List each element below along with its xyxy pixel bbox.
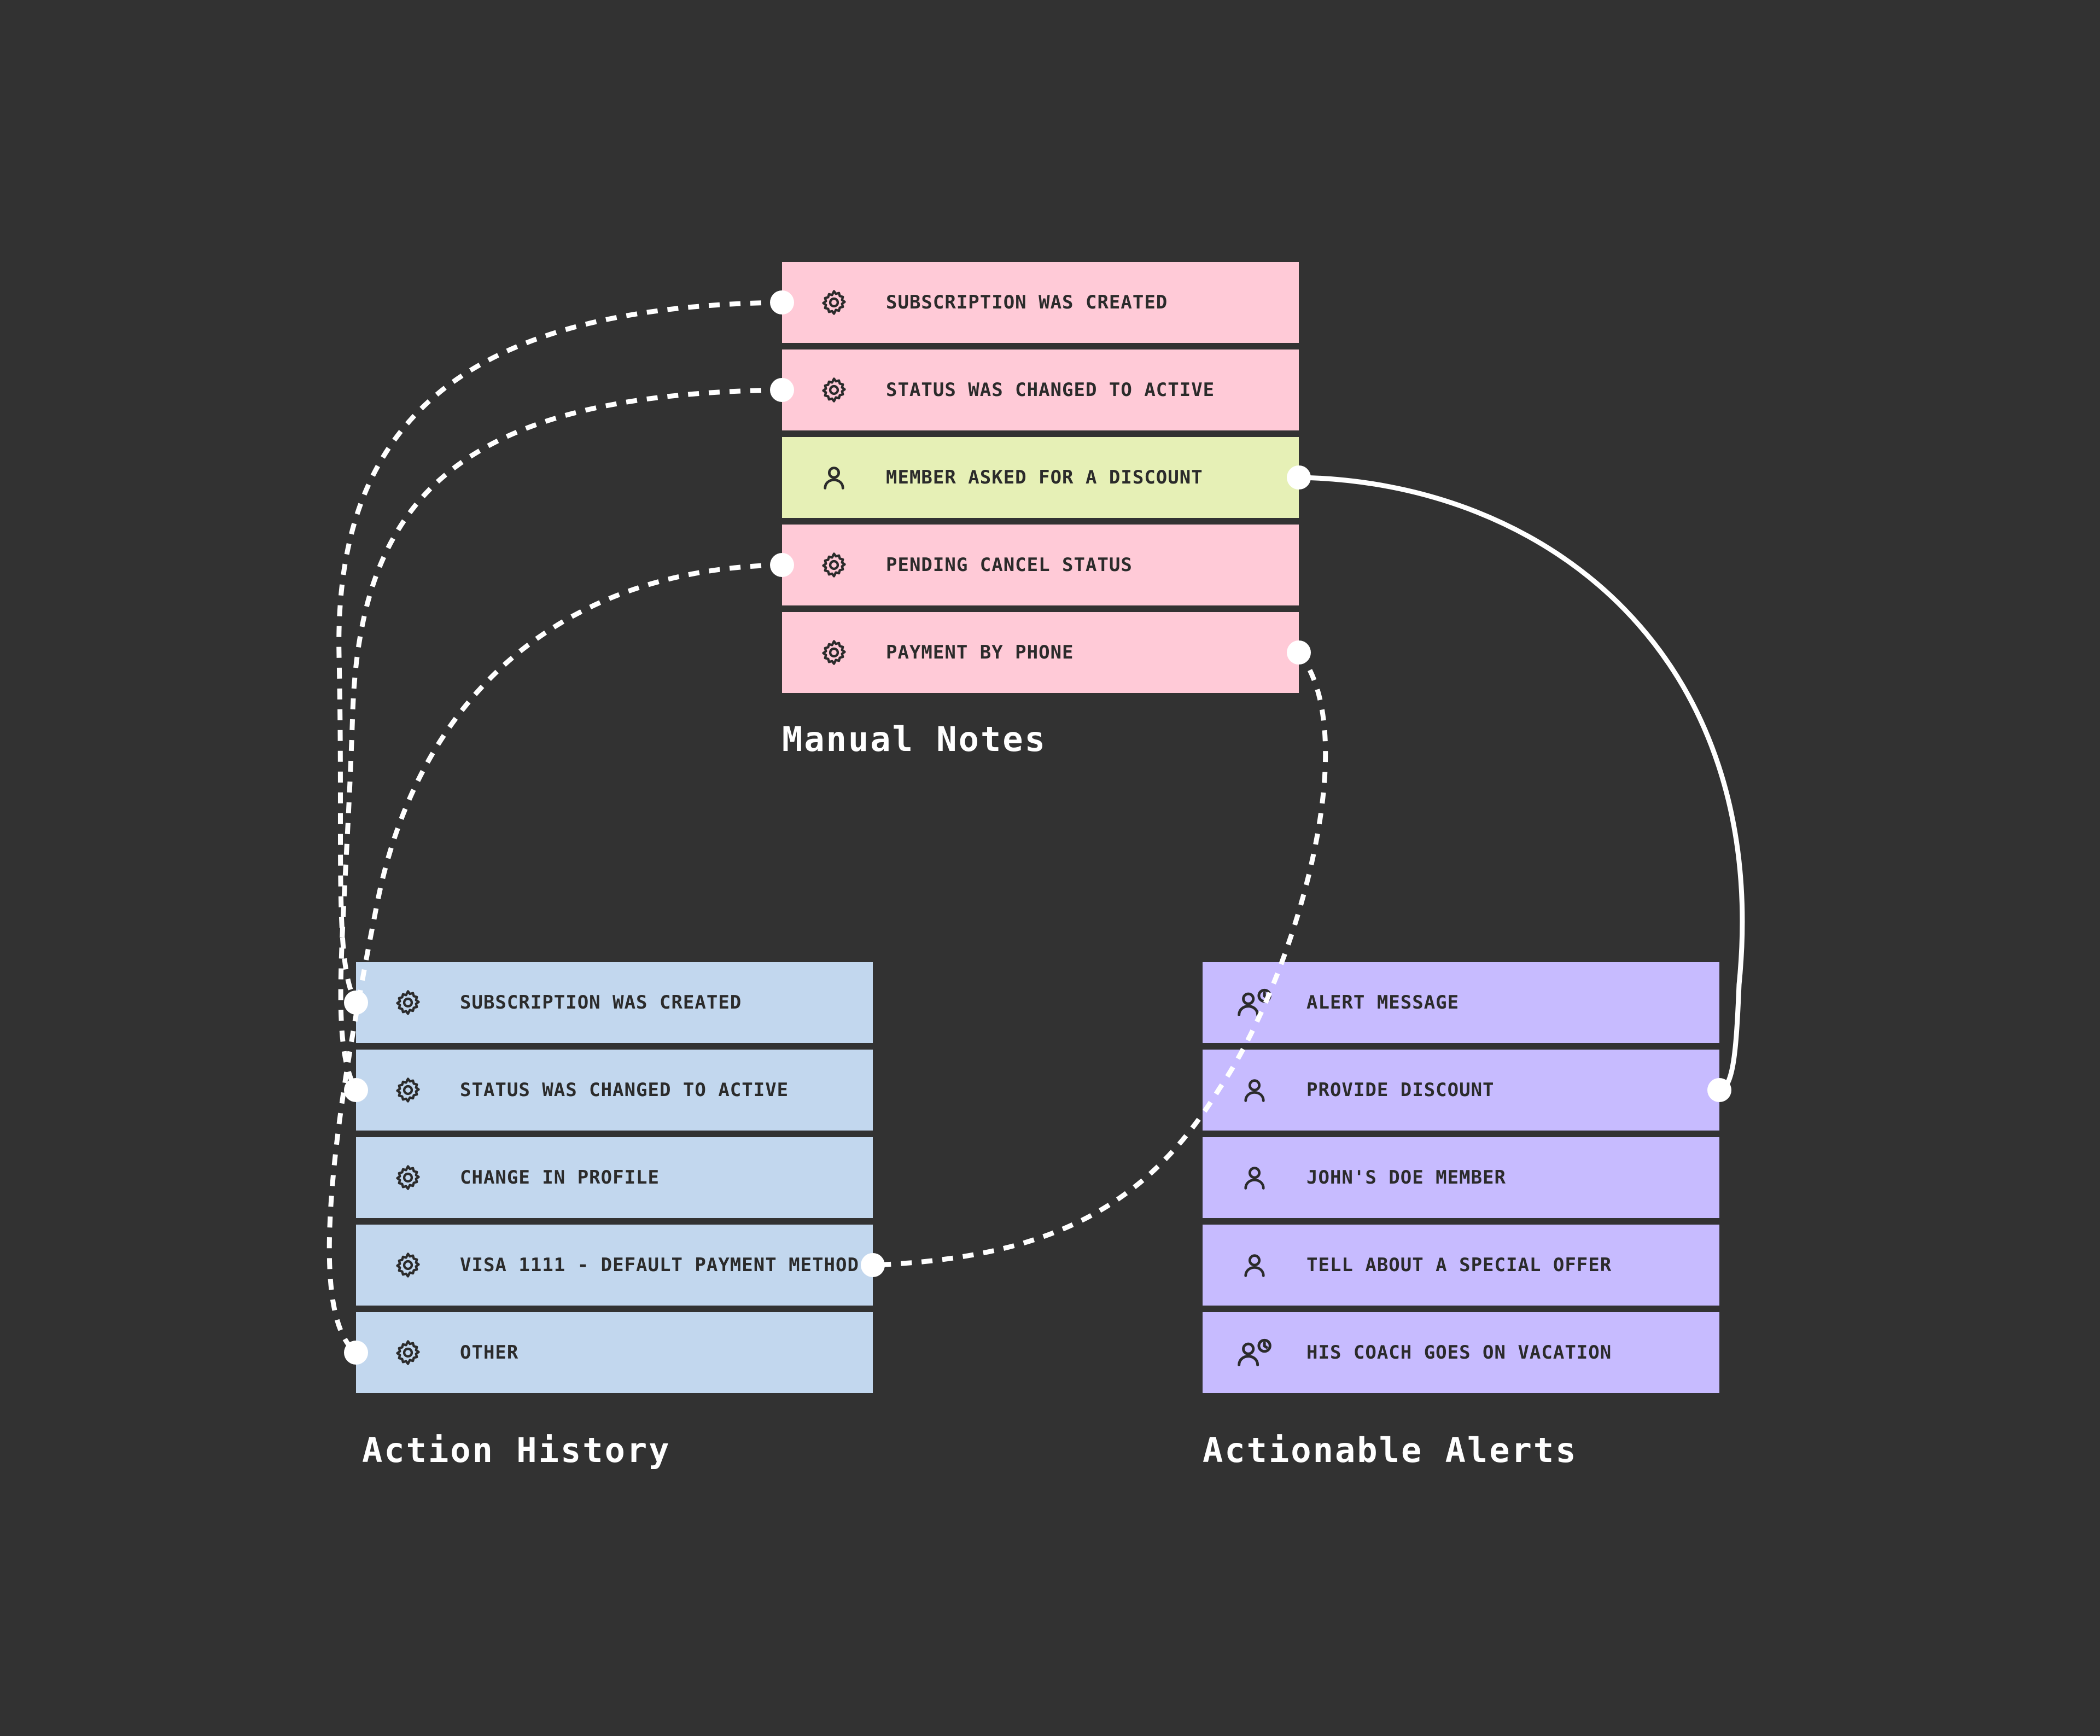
row-label: OTHER <box>460 1342 519 1364</box>
manual-note-member-discount[interactable]: MEMBER ASKED FOR A DISCOUNT <box>782 437 1299 518</box>
gear-icon <box>815 286 853 319</box>
action-history-list: SUBSCRIPTION WAS CREATED STATUS WAS CHAN… <box>356 962 873 1393</box>
row-label: PENDING CANCEL STATUS <box>886 554 1133 576</box>
gear-icon <box>389 1074 427 1106</box>
gear-icon <box>389 1249 427 1281</box>
row-label: VISA 1111 - DEFAULT PAYMENT METHOD <box>460 1254 859 1276</box>
history-other[interactable]: OTHER <box>356 1312 873 1393</box>
manual-notes-list: SUBSCRIPTION WAS CREATED STATUS WAS CHAN… <box>782 262 1299 693</box>
person-icon <box>1235 1249 1274 1281</box>
row-label: HIS COACH GOES ON VACATION <box>1306 1342 1612 1364</box>
gear-icon <box>389 1336 427 1369</box>
row-label: MEMBER ASKED FOR A DISCOUNT <box>886 467 1203 488</box>
connector-dot[interactable] <box>1287 640 1311 665</box>
connector-dot[interactable] <box>344 1341 368 1365</box>
row-label: CHANGE IN PROFILE <box>460 1167 660 1189</box>
connector-dot[interactable] <box>770 378 794 402</box>
manual-note-subscription-created[interactable]: SUBSCRIPTION WAS CREATED <box>782 262 1299 343</box>
person-icon <box>1235 1161 1274 1194</box>
row-label: SUBSCRIPTION WAS CREATED <box>886 292 1168 313</box>
alert-coach-vacation[interactable]: HIS COACH GOES ON VACATION <box>1203 1312 1719 1393</box>
gear-icon <box>815 636 853 669</box>
alert-provide-discount[interactable]: PROVIDE DISCOUNT <box>1203 1050 1719 1131</box>
manual-note-pending-cancel[interactable]: PENDING CANCEL STATUS <box>782 525 1299 605</box>
row-label: JOHN'S DOE MEMBER <box>1306 1167 1506 1189</box>
manual-note-payment-phone[interactable]: PAYMENT BY PHONE <box>782 612 1299 693</box>
row-label: STATUS WAS CHANGED TO ACTIVE <box>886 379 1215 401</box>
gear-icon <box>815 374 853 406</box>
row-label: STATUS WAS CHANGED TO ACTIVE <box>460 1079 789 1101</box>
connector-line-1 <box>336 300 783 1004</box>
connector-dot[interactable] <box>861 1253 885 1277</box>
gear-icon <box>815 549 853 581</box>
gear-icon <box>389 1161 427 1194</box>
row-label: PROVIDE DISCOUNT <box>1306 1079 1495 1101</box>
history-visa-default-payment[interactable]: VISA 1111 - DEFAULT PAYMENT METHOD <box>356 1225 873 1306</box>
connector-dot[interactable] <box>1707 1078 1731 1102</box>
history-status-active[interactable]: STATUS WAS CHANGED TO ACTIVE <box>356 1050 873 1131</box>
actionable-alerts-title: Actionable Alerts <box>1203 1430 1578 1470</box>
history-subscription-created[interactable]: SUBSCRIPTION WAS CREATED <box>356 962 873 1043</box>
history-change-profile[interactable]: CHANGE IN PROFILE <box>356 1137 873 1218</box>
connector-dot[interactable] <box>1287 465 1311 490</box>
row-label: ALERT MESSAGE <box>1306 992 1460 1013</box>
row-label: PAYMENT BY PHONE <box>886 642 1074 663</box>
actionable-alerts-list: ALERT MESSAGE PROVIDE DISCOUNT JOHN'S DO… <box>1203 962 1719 1393</box>
person-icon <box>1235 1074 1274 1106</box>
action-history-title: Action History <box>362 1430 671 1470</box>
person-clock-icon <box>1235 986 1274 1019</box>
alert-john-doe-member[interactable]: JOHN'S DOE MEMBER <box>1203 1137 1719 1218</box>
alert-message[interactable]: ALERT MESSAGE <box>1203 962 1719 1043</box>
alert-special-offer[interactable]: TELL ABOUT A SPECIAL OFFER <box>1203 1225 1719 1306</box>
row-label: TELL ABOUT A SPECIAL OFFER <box>1306 1254 1612 1276</box>
connector-dot[interactable] <box>770 290 794 314</box>
connector-dot[interactable] <box>770 553 794 577</box>
connector-dot[interactable] <box>344 1078 368 1102</box>
manual-note-status-active[interactable]: STATUS WAS CHANGED TO ACTIVE <box>782 349 1299 430</box>
connector-dot[interactable] <box>344 991 368 1015</box>
person-clock-icon <box>1235 1336 1274 1369</box>
person-icon <box>815 461 853 494</box>
row-label: SUBSCRIPTION WAS CREATED <box>460 992 742 1013</box>
manual-notes-title: Manual Notes <box>782 719 1047 759</box>
gear-icon <box>389 986 427 1019</box>
